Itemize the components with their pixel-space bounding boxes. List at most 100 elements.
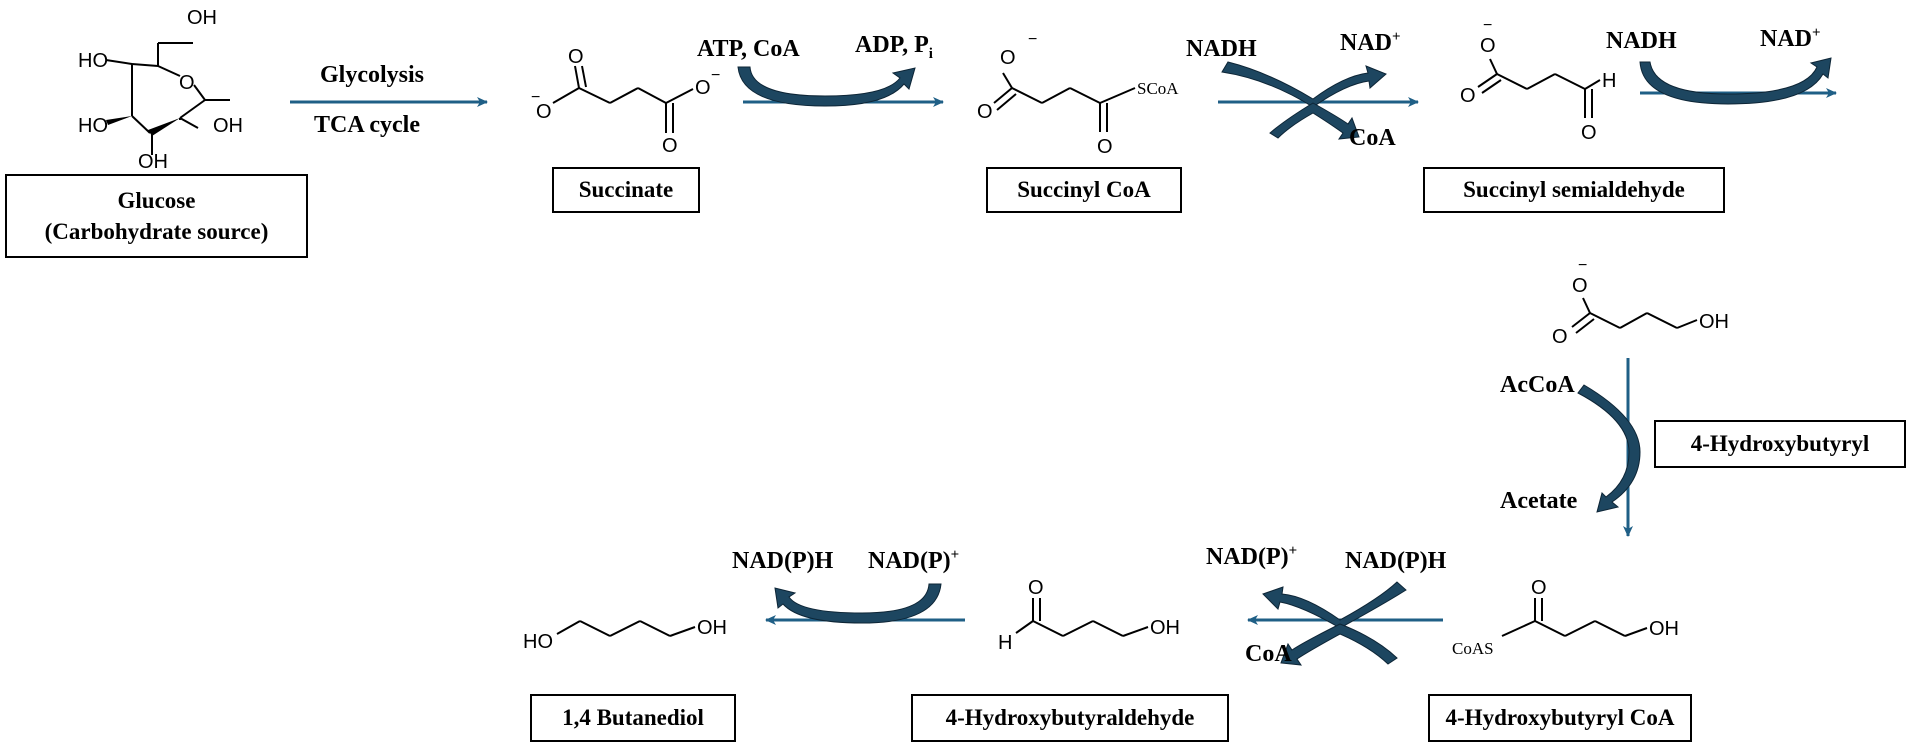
label-accoa: AcCoA bbox=[1500, 372, 1575, 398]
cofactor-arc-release-coa-2 bbox=[1280, 623, 1398, 666]
label-nad-out-2-sup: + bbox=[1812, 25, 1821, 41]
succinyl-coa-atom-scoa: SCoA bbox=[1137, 79, 1179, 98]
succinate-atom-o4: O bbox=[662, 135, 678, 157]
hydroxybutyryl-structure bbox=[1571, 297, 1698, 334]
cofactor-arc-accoa bbox=[1577, 384, 1641, 513]
aldehyde-atoms: O H OH bbox=[998, 577, 1180, 654]
succinate-atom-o2: O bbox=[536, 101, 552, 123]
succinyl-coa-box: Succinyl CoA bbox=[986, 167, 1182, 213]
hydroxybutyryl-charge: − bbox=[1578, 257, 1587, 274]
hydroxybutyryl-coa-box: 4-Hydroxybutyryl CoA bbox=[1428, 694, 1692, 742]
succinyl-coa-atom-o1: O bbox=[1000, 47, 1016, 69]
hydroxybutyryl-atoms: O − O OH bbox=[1552, 257, 1729, 348]
aldehyde-name: 4-Hydroxybutyraldehyde bbox=[945, 705, 1195, 731]
hydroxybutyryl-coa-name: 4-Hydroxybutyryl CoA bbox=[1445, 705, 1675, 731]
semialdehyde-atom-o1: O bbox=[1480, 35, 1496, 57]
aldehyde-box: 4-Hydroxybutyraldehyde bbox=[911, 694, 1229, 742]
succinyl-coa-charge: − bbox=[1028, 31, 1037, 48]
succinate-charge-2: − bbox=[711, 67, 720, 84]
label-nad-out-2: NAD+ bbox=[1760, 26, 1821, 53]
succinyl-coa-structure bbox=[993, 72, 1136, 132]
succinate-atoms: O O − O − O bbox=[531, 46, 720, 157]
label-glycolysis: Glycolysis bbox=[320, 62, 425, 88]
hydroxybutyryl-atom-o1: O bbox=[1572, 275, 1588, 297]
succinyl-coa-atom-o3: O bbox=[1097, 136, 1113, 158]
glucose-atom-oh-right: OH bbox=[213, 115, 243, 137]
label-nadp-in-2-sup: + bbox=[950, 547, 960, 563]
cofactor-arrows bbox=[737, 57, 1832, 666]
semialdehyde-atom-o2: O bbox=[1460, 85, 1476, 107]
semialdehyde-atom-o3: O bbox=[1581, 122, 1597, 144]
succinate-structure bbox=[552, 65, 694, 133]
glucose-atom-oh-bottom: OH bbox=[138, 151, 168, 173]
glucose-atom-ho-mid: HO bbox=[78, 115, 108, 137]
succinyl-coa-atoms: O − O SCoA O bbox=[977, 31, 1179, 158]
glucose-atom-oh-top: OH bbox=[187, 7, 217, 29]
succinate-atom-o3: O bbox=[695, 77, 711, 99]
hydroxybutyryl-atom-oh: OH bbox=[1699, 311, 1729, 333]
hydroxybutyryl-coa-structure bbox=[1501, 598, 1648, 637]
cofactor-arc-nadh-1 bbox=[1221, 61, 1387, 108]
label-nadh-in-1: NADH bbox=[1186, 36, 1257, 62]
semialdehyde-atoms: O − O H O bbox=[1460, 17, 1616, 144]
semialdehyde-name: Succinyl semialdehyde bbox=[1463, 177, 1685, 203]
cofactor-arc-nadph-2 bbox=[774, 583, 942, 624]
label-atp-coa: ATP, CoA bbox=[697, 36, 800, 62]
glucose-name: Glucose bbox=[117, 187, 196, 213]
semialdehyde-charge: − bbox=[1483, 17, 1492, 34]
hydroxybutyryl-coa-atom-coas: CoAS bbox=[1452, 639, 1494, 658]
semialdehyde-structure bbox=[1477, 58, 1601, 118]
label-adp-text: ADP, P bbox=[855, 32, 929, 58]
glucose-atom-ring-o: O bbox=[179, 72, 195, 94]
label-nadp-in-2: NAD(P)+ bbox=[868, 548, 959, 575]
aldehyde-structure bbox=[1015, 598, 1149, 637]
aldehyde-atom-h: H bbox=[998, 632, 1012, 654]
hydroxybutyryl-atom-o2: O bbox=[1552, 326, 1568, 348]
butanediol-atom-ho: HO bbox=[523, 631, 553, 653]
semialdehyde-box: Succinyl semialdehyde bbox=[1423, 167, 1725, 213]
label-coa-release-1: CoA bbox=[1349, 125, 1396, 151]
glucose-structure bbox=[105, 42, 230, 155]
label-nad-out-1-text: NAD bbox=[1340, 30, 1392, 56]
label-nadh-in-2: NADH bbox=[1606, 28, 1677, 54]
glucose-note: (Carbohydrate source) bbox=[44, 219, 269, 244]
succinate-charge-1: − bbox=[531, 89, 540, 106]
cofactor-arc-nadh-2 bbox=[1639, 57, 1832, 105]
glucose-box: Glucose (Carbohydrate source) bbox=[5, 174, 308, 258]
succinate-atom-o1: O bbox=[568, 46, 584, 68]
hydroxybutyryl-coa-atoms: O CoAS OH bbox=[1452, 577, 1679, 658]
label-coa-release-2: CoA bbox=[1245, 641, 1292, 667]
label-tca-cycle: TCA cycle bbox=[314, 112, 420, 138]
aldehyde-atom-o: O bbox=[1028, 577, 1044, 599]
label-nad-out-1: NAD+ bbox=[1340, 30, 1401, 57]
label-nadp-out-1: NAD(P)+ bbox=[1206, 544, 1297, 571]
label-acetate: Acetate bbox=[1500, 488, 1578, 514]
butanediol-structure bbox=[556, 620, 696, 637]
succinate-name: Succinate bbox=[578, 177, 674, 203]
label-nad-out-2-text: NAD bbox=[1760, 26, 1812, 52]
semialdehyde-atom-h: H bbox=[1602, 70, 1616, 92]
hydroxybutyryl-box: 4-Hydroxybutyryl bbox=[1654, 420, 1906, 468]
label-nadp-out-1-sup: + bbox=[1288, 543, 1298, 559]
butanediol-atoms: HO OH bbox=[523, 617, 727, 653]
label-nadph-out-2: NAD(P)H bbox=[732, 548, 834, 574]
hydroxybutyryl-coa-atom-oh: OH bbox=[1649, 618, 1679, 640]
succinate-box: Succinate bbox=[552, 167, 700, 213]
succinyl-coa-name: Succinyl CoA bbox=[1017, 177, 1151, 203]
butanediol-name: 1,4 Butanediol bbox=[562, 705, 704, 731]
label-nadph-in-1: NAD(P)H bbox=[1345, 548, 1447, 574]
aldehyde-atom-oh: OH bbox=[1150, 617, 1180, 639]
hydroxybutyryl-name: 4-Hydroxybutyryl bbox=[1690, 431, 1870, 457]
glucose-atom-ho-left: HO bbox=[78, 50, 108, 72]
label-nad-out-1-sup: + bbox=[1392, 29, 1401, 45]
glucose-atoms: OH O HO HO OH OH bbox=[78, 7, 243, 173]
cofactor-arc-release-coa-1 bbox=[1269, 102, 1360, 140]
cofactor-arc-nadph-1 bbox=[1262, 581, 1407, 629]
label-nadp-in-2-text: NAD(P) bbox=[868, 548, 951, 574]
label-adp-pi: ADP, Pi bbox=[855, 32, 933, 62]
butanediol-box: 1,4 Butanediol bbox=[530, 694, 736, 742]
label-adp-sub: i bbox=[928, 45, 933, 62]
label-nadp-out-1-text: NAD(P) bbox=[1206, 544, 1289, 570]
